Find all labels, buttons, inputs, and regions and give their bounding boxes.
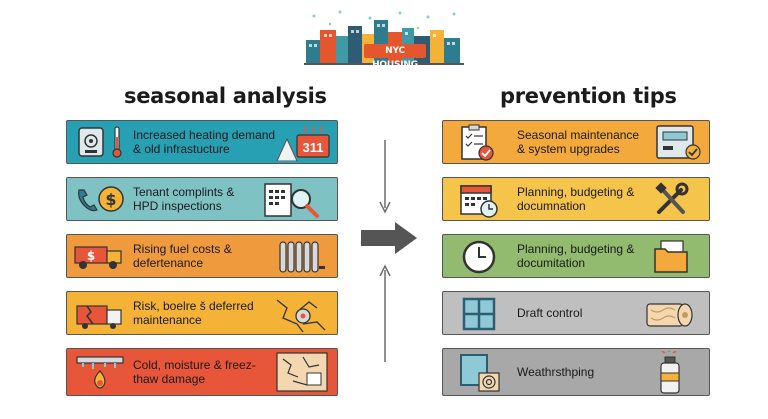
right-card-planning-1: Planning, budgeting & documnation: [442, 177, 710, 221]
right-card-planning-2: Planning, budgeting & documitation: [442, 234, 710, 278]
down-arrow-head: [379, 201, 391, 214]
right-card-maintenance-line1: Seasonal maintenance: [517, 128, 640, 142]
badge-311-icon: [296, 125, 330, 158]
flow-arrows: [361, 140, 417, 362]
badge-311-text: 311: [302, 140, 324, 155]
folder-icon: [654, 240, 688, 273]
left-card-heating: Increased heating demand & old infrastuc…: [66, 120, 338, 164]
spray-can-icon: [660, 351, 680, 394]
right-card-planning-1-line2: documnation: [517, 199, 586, 213]
svg-text:$: $: [87, 249, 95, 263]
cracked-wall-icon: [276, 299, 326, 333]
damaged-wall-icon: [276, 352, 328, 392]
weatherstrip-icon: [460, 354, 500, 392]
phone-icon: [78, 189, 98, 212]
left-card-complaints-line2: HPD inspections: [133, 199, 222, 213]
fuel-truck-icon: $: [74, 246, 122, 269]
calendar-magnifier-icon: [264, 183, 319, 218]
calendar-clock-icon: [460, 185, 498, 218]
right-arrow-icon: [361, 222, 417, 254]
left-card-risk-line1: Risk, boelre š deferred: [133, 299, 254, 313]
right-card-draft-line1: Draft control: [517, 306, 583, 320]
left-card-damage: Cold, moisture & freez- thaw damage: [66, 348, 338, 396]
boiler-icon: [78, 127, 104, 157]
svg-text:$: $: [105, 190, 116, 209]
left-card-complaints: $ Tenant complints & HPD inspections: [66, 177, 338, 221]
left-column-title: seasonal analysis: [124, 84, 327, 108]
left-card-heating-line1: Increased heating demand: [133, 128, 276, 142]
right-column-title: prevention tips: [500, 84, 677, 108]
right-card-planning-2-line2: documitation: [517, 256, 586, 270]
boiler-check-icon: [656, 125, 701, 160]
left-card-damage-line1: Cold, moisture & freez-: [133, 358, 256, 372]
right-card-draft: Draft control: [442, 291, 710, 335]
nyc-housing-logo: NYC HOUSING: [300, 8, 468, 70]
snow-mountain-icon: [276, 137, 298, 161]
insulation-roll-icon: [646, 303, 693, 327]
right-card-weatherstripping-line1: Weathrsthping: [517, 365, 595, 379]
left-card-fuel-line2: defertenance: [133, 256, 204, 270]
radiator-icon: [279, 241, 325, 273]
logo-text: NYC HOUSING: [364, 44, 426, 70]
up-arrow-head: [379, 264, 391, 277]
clock-icon: [462, 240, 496, 274]
frozen-pipe-flame-icon: [76, 356, 124, 389]
broken-boiler-icon: [76, 305, 122, 329]
dollar-coin-icon: $: [98, 186, 124, 212]
right-card-planning-1-line1: Planning, budgeting &: [517, 185, 635, 199]
left-card-heating-line2: & old infrastucture: [133, 142, 230, 156]
left-card-complaints-line1: Tenant complints &: [133, 185, 235, 199]
left-card-fuel-line1: Rising fuel costs &: [133, 242, 232, 256]
left-card-damage-line2: thaw damage: [133, 372, 206, 386]
right-card-maintenance: Seasonal maintenance & system upgrades: [442, 120, 710, 164]
checklist-icon: [461, 124, 494, 161]
right-card-planning-2-line1: Planning, budgeting &: [517, 242, 635, 256]
left-card-risk-line2: maintenance: [133, 313, 202, 327]
left-card-fuel: $ Rising fuel costs & defertenance: [66, 234, 338, 278]
right-card-weatherstripping: Weathrsthping: [442, 348, 710, 396]
thermometer-icon: [112, 126, 122, 158]
left-card-risk: Risk, boelre š deferred maintenance: [66, 291, 338, 335]
tools-icon: [655, 182, 689, 214]
right-card-maintenance-line2: & system upgrades: [517, 142, 620, 156]
window-icon: [462, 297, 496, 331]
